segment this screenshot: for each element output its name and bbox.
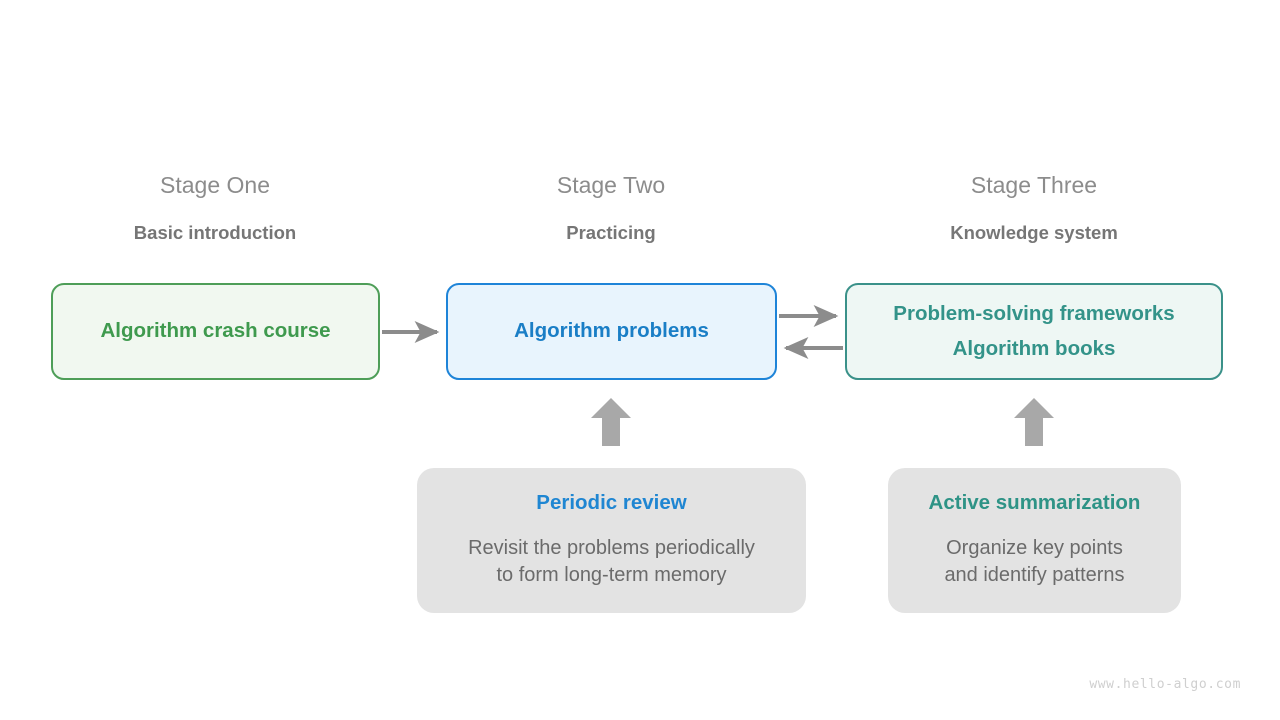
stage-two-box[interactable]: Algorithm problems bbox=[446, 283, 777, 380]
stage-one-box[interactable]: Algorithm crash course bbox=[51, 283, 380, 380]
active-summarization-note[interactable]: Active summarization Organize key points… bbox=[888, 468, 1181, 613]
stage-one-subtitle: Basic introduction bbox=[133, 222, 297, 243]
periodic-review-note[interactable]: Periodic review Revisit the problems per… bbox=[417, 468, 806, 613]
stage-three-title: Stage Three bbox=[970, 172, 1098, 198]
stage-two-box-label: Algorithm problems bbox=[514, 319, 709, 343]
block-arrow-up-summarization-icon bbox=[1014, 398, 1054, 446]
stage-two-title: Stage Two bbox=[556, 172, 666, 198]
stage-one-box-label: Algorithm crash course bbox=[100, 319, 331, 343]
active-summarization-title: Active summarization bbox=[928, 490, 1141, 514]
periodic-review-body: Revisit the problems periodically to for… bbox=[468, 537, 755, 586]
block-arrow-up-review-icon bbox=[591, 398, 631, 446]
active-summarization-body: Organize key points and identify pattern… bbox=[944, 537, 1125, 586]
stage-one-title: Stage One bbox=[160, 172, 270, 198]
periodic-review-title: Periodic review bbox=[536, 490, 687, 514]
stage-three-subtitle: Knowledge system bbox=[950, 222, 1118, 243]
stage-three-box-label-1: Problem-solving frameworks bbox=[893, 301, 1175, 325]
watermark: www.hello-algo.com bbox=[1089, 677, 1241, 692]
stage-three-box-label-2: Algorithm books bbox=[952, 337, 1116, 360]
stage-three-box[interactable]: Problem-solving frameworks Algorithm boo… bbox=[845, 283, 1223, 380]
stage-two-subtitle: Practicing bbox=[566, 222, 656, 243]
